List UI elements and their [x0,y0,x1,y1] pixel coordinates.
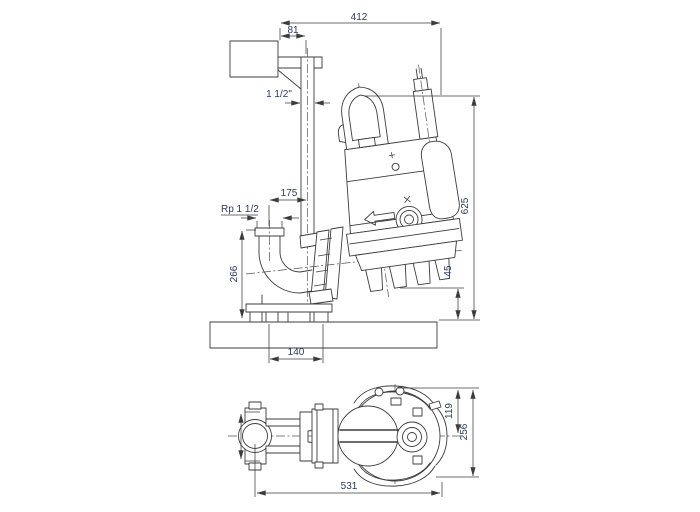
dim-overall-length-label: 531 [341,481,358,492]
side-elevation-view: 412 81 1 1/2" 175 Rp 1 1/2 26 [209,12,480,363]
handle-band [353,385,442,411]
volute [346,217,463,257]
dim-center-to-front-label: 119 [444,403,455,419]
guide-pipe [300,48,315,312]
dim-overall-height-label: 625 [460,197,471,214]
floor-section [209,321,438,349]
flow-direction-arrow-icon [364,210,396,226]
dim-overall-depth: 256 [398,387,479,478]
dim-discharge-thread-label: Rp 1 1/2 [221,204,259,215]
dim-flange-height [238,411,260,462]
dim-wall-to-pipe-label: 81 [287,25,299,36]
dim-bottom-clearance: 45 [400,265,464,320]
dim-discharge-thread: Rp 1 1/2 [221,204,299,228]
dim-base-depth: 140 [268,324,324,363]
wall-section [229,40,279,78]
guide-pipe-wall-bracket [277,56,323,90]
motor-end-circles [396,421,428,453]
cable-warning-icon [403,195,411,204]
dim-overall-height: 625 [364,95,480,321]
dim-pipe-to-discharge-label: 175 [281,188,298,199]
dim-overall-width-label: 412 [351,12,368,23]
dim-center-to-front: 119 [444,389,461,434]
pump-top-view [337,385,448,487]
dim-guide-pipe-size: 1 1/2" [266,89,330,106]
lifting-point-cross-icon [388,152,400,171]
bottom-band [353,462,436,487]
guide-claw-plate-top-view [311,403,339,469]
dim-overall-width: 412 [279,12,442,95]
dim-overall-depth-label: 256 [459,423,470,440]
dim-overall-length: 531 [254,444,443,497]
dim-bottom-clearance-label: 45 [443,265,454,277]
discharge-elbow [254,220,313,294]
guard-legs [365,257,451,292]
power-cable-plug [412,64,439,144]
dim-guide-pipe-size-label: 1 1/2" [266,89,292,100]
pump-side-view [337,64,463,298]
bottom-guard [355,240,457,271]
plan-view: 119 256 531 [228,384,479,497]
dim-base-depth-label: 140 [288,347,305,358]
volute-circle [337,405,399,467]
dim-pipe-to-discharge: 175 [268,188,307,226]
dim-discharge-height-label: 266 [229,265,240,282]
dim-wall-to-pipe: 81 [280,25,307,54]
cable-guard [420,140,460,220]
dim-discharge-height: 266 [229,229,256,319]
